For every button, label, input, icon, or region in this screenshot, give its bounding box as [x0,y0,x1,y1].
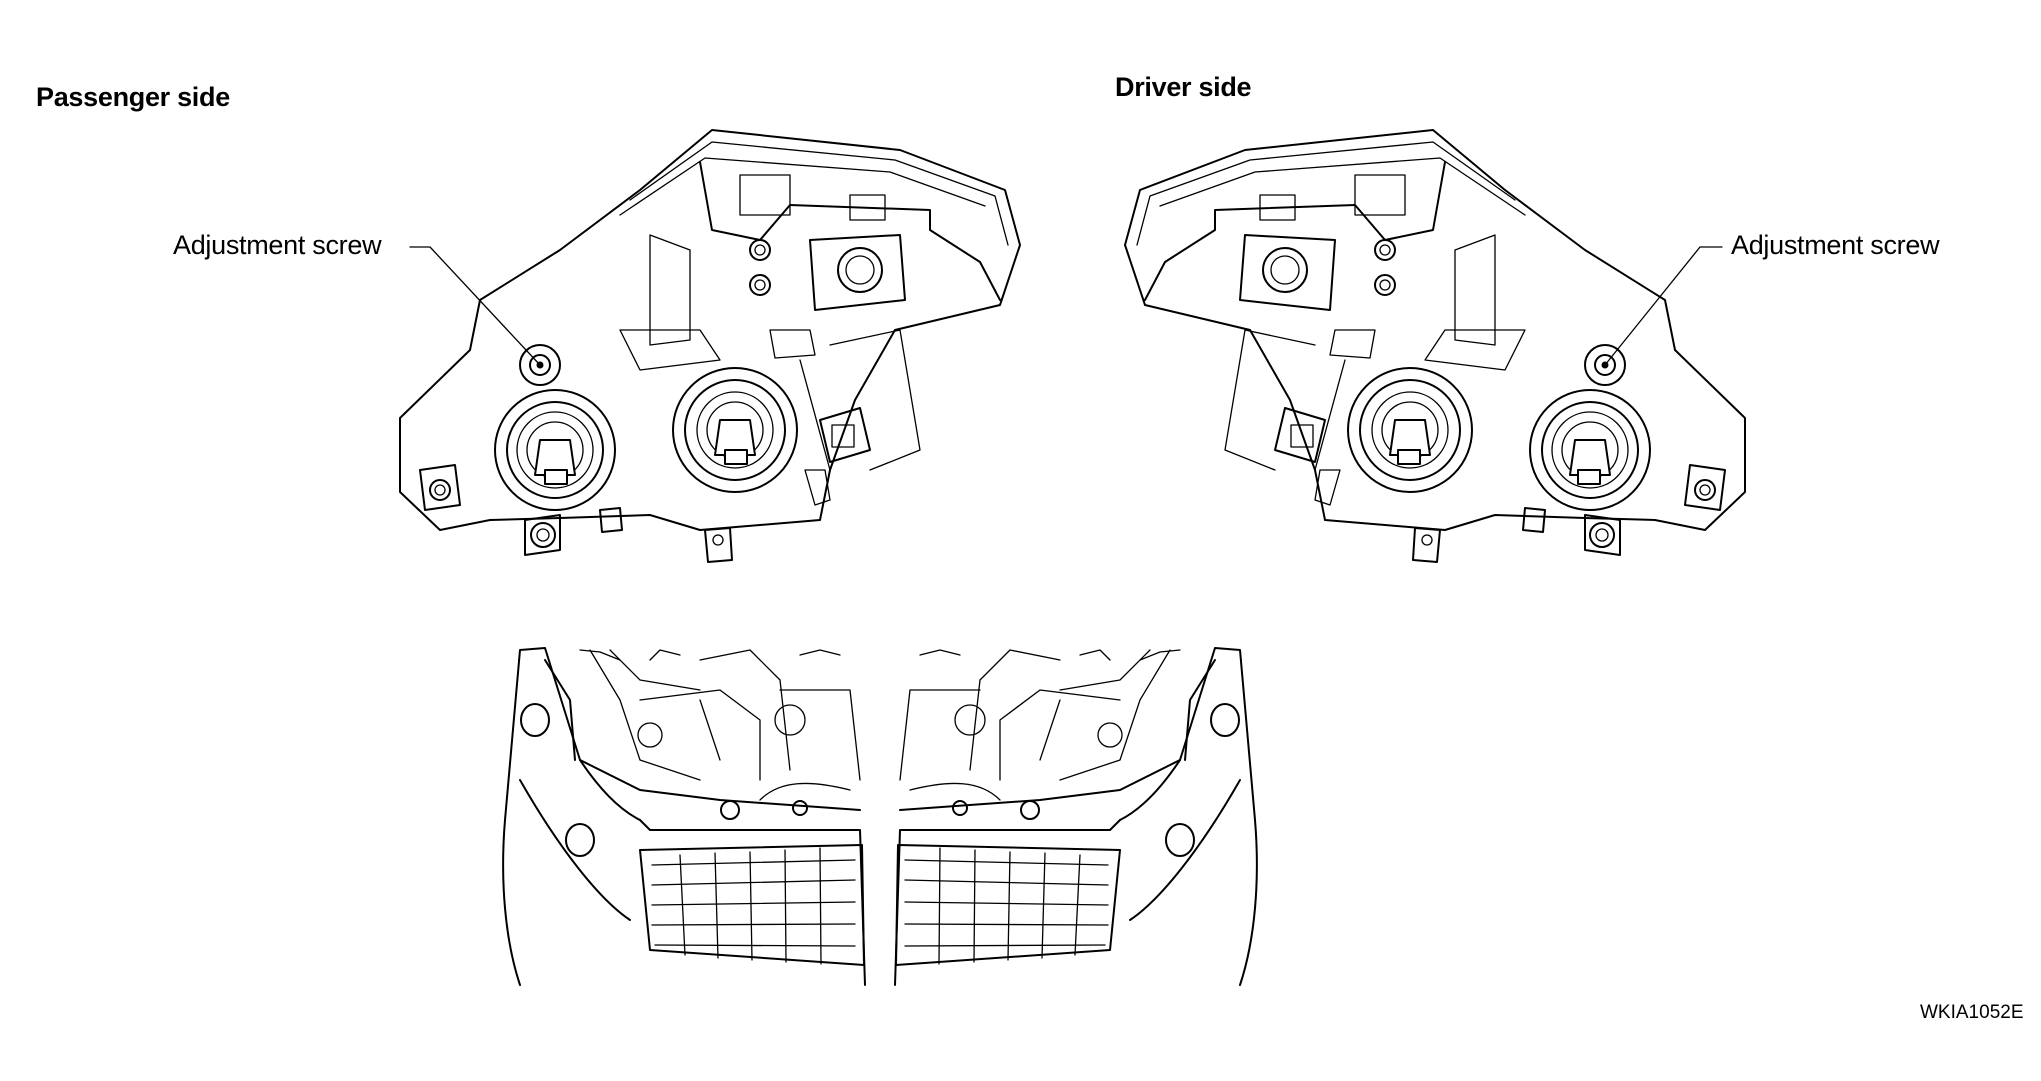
callout-leader-left [410,247,540,365]
driver-headlamp [1124,129,1746,563]
passenger-side-label: Passenger side [36,82,230,112]
passenger-car-front [502,647,866,986]
passenger-headlamp [399,129,1021,563]
driver-car-front [894,647,1258,986]
callout-leader-right [1605,247,1722,365]
driver-side-label: Driver side [1115,72,1252,102]
figure-code: WKIA1052E [1920,1002,2024,1023]
adjustment-screw-callout-left: Adjustment screw [173,230,382,260]
adjustment-screw-callout-right: Adjustment screw [1731,230,1940,260]
